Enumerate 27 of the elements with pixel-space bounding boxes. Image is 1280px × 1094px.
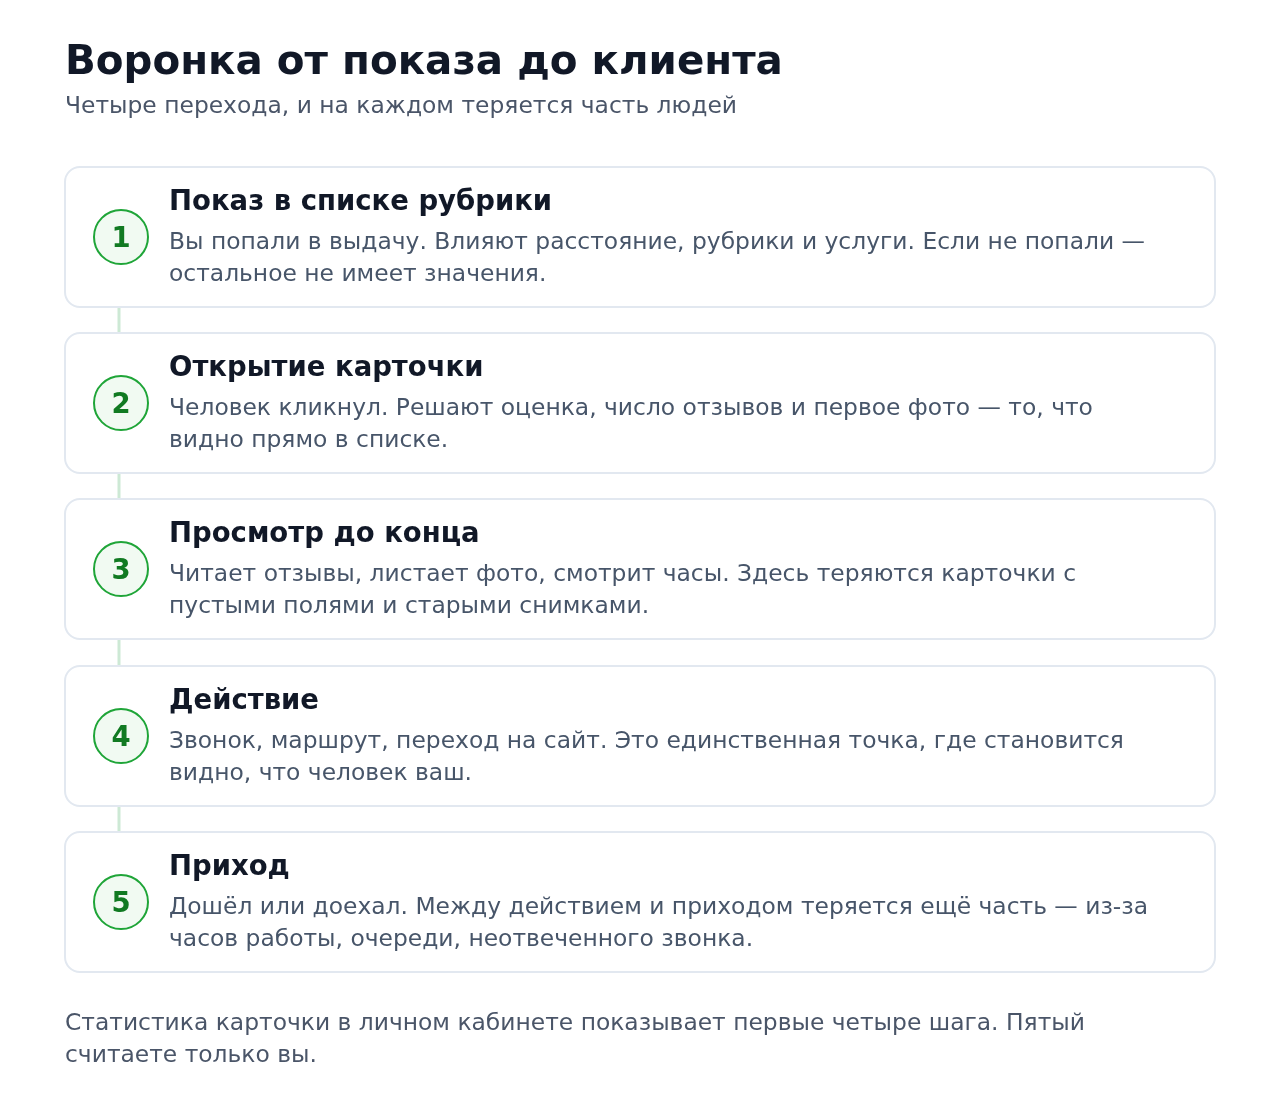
step-number-circle: 4 bbox=[93, 708, 149, 764]
connector-line bbox=[117, 640, 121, 665]
step-description: Человек кликнул. Решают оценка, число отзывов и первое фото — то, что видно прямо в списке. bbox=[169, 392, 1094, 455]
step-card bbox=[64, 831, 1216, 973]
connector-line bbox=[117, 308, 121, 332]
step-card bbox=[64, 332, 1216, 474]
step-title: Просмотр до конца bbox=[169, 515, 480, 549]
step-number-circle: 2 bbox=[93, 375, 149, 431]
step-description: Дошёл или доехал. Между действием и приходом теряется ещё часть — из-за часов работы, очереди, неотвеченного звонка. bbox=[169, 891, 1150, 954]
step-number-circle: 1 bbox=[93, 209, 149, 265]
connector-line bbox=[117, 474, 121, 498]
step-title: Показ в списке рубрики bbox=[169, 183, 553, 217]
step-number-circle: 5 bbox=[93, 874, 149, 930]
step-card bbox=[64, 498, 1216, 640]
diagram-title: Воронка от показа до клиента bbox=[65, 36, 783, 84]
step-description: Вы попали в выдачу. Влияют расстояние, рубрики и услуги. Если не попали — остальное не имеет значения. bbox=[169, 226, 1146, 289]
connector-line bbox=[117, 807, 121, 831]
step-description: Звонок, маршрут, переход на сайт. Это единственная точка, где становится видно, что человек ваш. bbox=[169, 725, 1125, 788]
step-title: Приход bbox=[169, 848, 290, 882]
footnote: Статистика карточки в личном кабинете показывает первые четыре шага. Пятый считаете только вы. bbox=[65, 1007, 1086, 1070]
step-description: Читает отзывы, листает фото, смотрит часы. Здесь теряются карточки с пустыми полями и старыми снимками. bbox=[169, 558, 1077, 621]
step-title: Действие bbox=[169, 682, 319, 716]
step-number-circle: 3 bbox=[93, 541, 149, 597]
subtitle: Четыре перехода, и на каждом теряется часть людей bbox=[65, 90, 739, 121]
step-card bbox=[64, 166, 1216, 308]
step-title: Открытие карточки bbox=[169, 349, 484, 383]
step-card bbox=[64, 665, 1216, 807]
